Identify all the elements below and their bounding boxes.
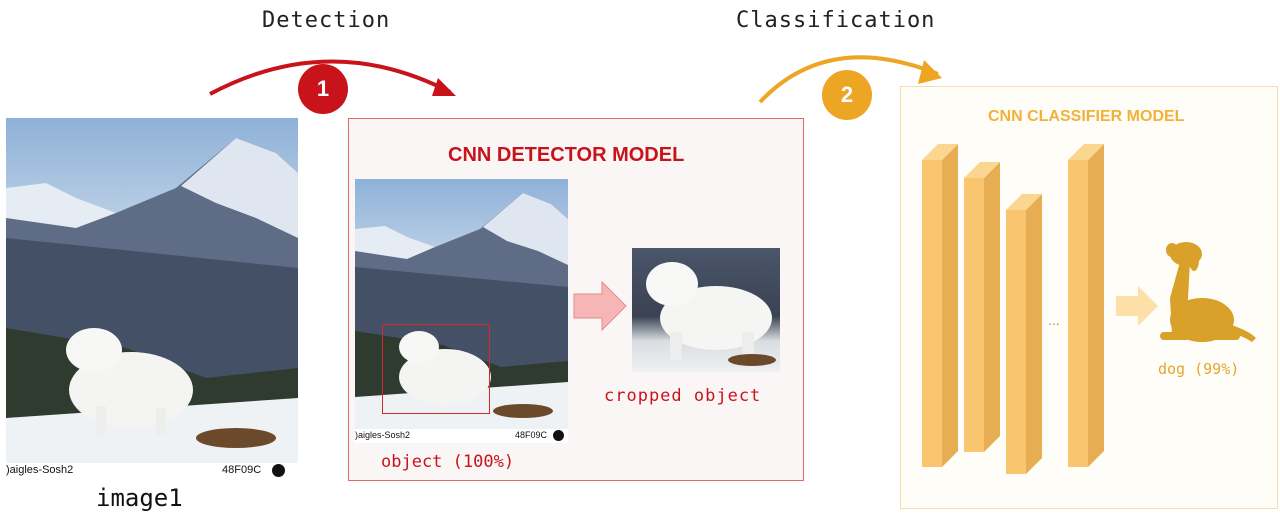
detector-title: CNN DETECTOR MODEL — [448, 144, 685, 166]
step-2-badge: 2 — [822, 70, 872, 120]
classification-arrow — [758, 55, 942, 104]
detector-moon-icon — [553, 430, 564, 441]
detector-photo — [355, 179, 568, 429]
input-image-label: image1 — [96, 484, 183, 512]
camera-code: 48F09C — [222, 464, 262, 476]
object-label: object (100%) — [381, 452, 515, 472]
detection-bounding-box — [382, 324, 490, 414]
layer-1 — [922, 144, 958, 467]
layer-4 — [1068, 144, 1104, 467]
detection-label: Detection — [262, 8, 391, 33]
camera-name: )aigles-Sosh2 — [6, 464, 74, 476]
crop-arrow — [573, 280, 627, 332]
cnn-layers — [922, 144, 1104, 474]
detector-photo-caption: )aigles-Sosh2 48F09C — [355, 429, 568, 443]
detector-camera-name: )aigles-Sosh2 — [355, 430, 411, 440]
detection-arrow — [209, 59, 456, 96]
classification-label: Classification — [736, 8, 936, 33]
input-photo — [6, 118, 298, 463]
input-photo-caption: )aigles-Sosh2 48F09C — [6, 463, 298, 479]
layer-2 — [964, 162, 1000, 452]
detector-camera-code: 48F09C — [515, 430, 548, 440]
cropped-object-label: cropped object — [604, 386, 762, 406]
step-1-badge: 1 — [298, 64, 348, 114]
classify-arrow — [1116, 286, 1158, 326]
layer-3 — [1006, 194, 1042, 474]
moon-icon — [272, 464, 285, 477]
layers-ellipsis: ... — [1048, 312, 1060, 328]
cropped-photo — [632, 248, 780, 372]
classifier-title: CNN CLASSIFIER MODEL — [988, 108, 1185, 125]
dog-icon — [1160, 242, 1256, 342]
classification-result: dog (99%) — [1158, 360, 1240, 378]
